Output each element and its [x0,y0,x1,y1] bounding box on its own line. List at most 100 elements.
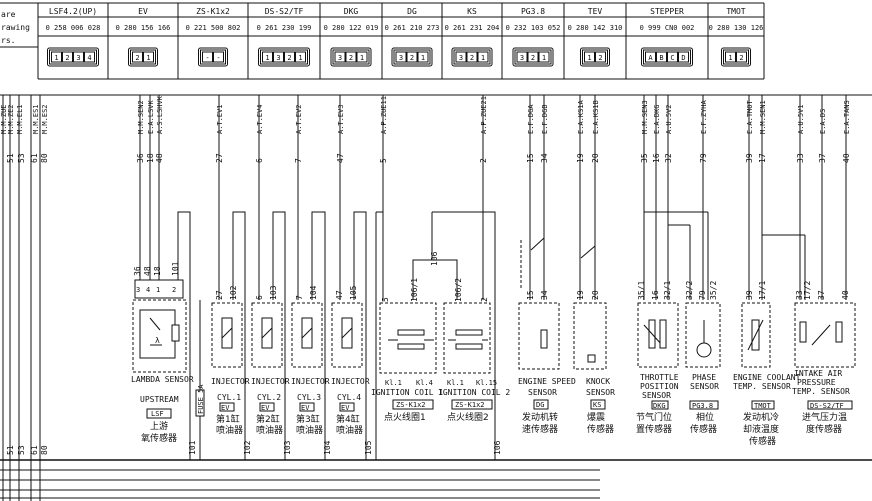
engine-speed-sensor: 15 34 ENGINE SPEED SENSOR DG 发动机转 速传感器 [518,290,576,435]
throttle-code: DKG [653,402,666,410]
coolant-cn-2: 却液温度 [743,423,779,435]
ignition-coils: 5 106/1 106 106/2 2 Kl.1 Kl.4 Kl.1 Kl.15… [371,251,510,423]
lambda-symbol-icon: λ [155,336,160,345]
injector-code: EV [301,404,310,412]
signal-label: A.T.EV3 [337,104,345,134]
injector-cn-1: 第1缸 [216,413,240,425]
sensor-pin: 37 [817,290,826,300]
speed-cn-2: 速传感器 [522,423,558,435]
injector-pin: 47 [335,290,344,300]
wiring-lines [0,94,872,501]
phase-title: PHASE [692,373,716,382]
lambda-pin: 18 [153,266,162,276]
connector-title: TEV [588,7,603,16]
lambda-cn-2: 氧传感器 [141,432,177,444]
intake-cn-1: 进气压力温 [802,411,847,423]
intake-cn-2: 度传感器 [806,423,842,435]
signal-label: A.T.EV1 [216,104,224,134]
bottom-pin: 101 [188,440,197,455]
ecu-signal-labels: M.M.SEN236E.A.LSVK18A.S.LSHVK48A.T.EV127… [136,95,851,163]
bus-pin: 61 [30,153,39,163]
connector-part-number: 0 261 230 199 [257,24,312,32]
connector-title: DG [407,7,417,16]
connector-part-number: 0 221 500 802 [186,24,241,32]
phase-cn-1: 相位 [696,411,714,423]
coil-pin-label: Kl.1 [447,379,464,387]
injector-title: INJECTOR [331,377,370,386]
signal-label: E.A.DKG [653,104,661,134]
injector-cn-1: 第2缸 [256,413,280,425]
connector-pin: C [670,54,674,62]
connector-pin: 3 [399,54,403,62]
phase-subtitle: SENSOR [690,382,719,391]
bottom-pin: 106 [493,440,502,455]
connector-part-number: 0 280 142 310 [568,24,623,32]
connector-pin: 1 [54,54,58,62]
injector-pin: 105 [349,285,358,300]
connector-part-number: 0 280 122 019 [324,24,379,32]
connector-part-number: 0 280 156 166 [116,24,171,32]
bus-pin: 53 [17,153,26,163]
lambda-contact: 1 [156,286,160,294]
knock-title: KNOCK [586,377,610,386]
coil-pin-label: Kl.4 [416,379,433,387]
sensor-pin: 32/1 [663,281,672,300]
sensor-pin: 32/2 [685,281,694,300]
speed-code: DG [536,401,544,409]
legend-fragment: are rawing rs. [0,2,39,48]
signal-label: A.U.5V2 [665,104,673,134]
coil1-title: IGNITION COIL 1 [371,388,443,397]
lambda-pin: 48 [143,266,152,276]
connector-pin: 4 [87,54,91,62]
connector-pin: 1 [587,54,591,62]
coil-pin: 2 [480,297,489,302]
connector-pin: 2 [470,54,474,62]
connector-pin: 3 [76,54,80,62]
phase-sensor: 32/2 79 35/2 PHASE SENSOR PG3.8 相位 传感器 [685,281,721,435]
bottom-pin: 104 [323,440,332,455]
throttle-cn-1: 节气门位 [636,411,672,423]
intake-title: INTAKE AIR [794,369,842,378]
coil-pin: 5 [381,297,390,302]
throttle-subtitle-2: SENSOR [642,391,671,400]
knock-code: KS [593,401,601,409]
bottom-pins: 101 102 103 104 105 106 [188,440,502,455]
connector-title: PG3.8 [521,7,545,16]
signal-label: A.U.5V1 [797,104,805,134]
connector-pin: 3 [520,54,524,62]
connector-pin: - [205,54,209,62]
bus-pin: 80 [40,153,49,163]
signal-label: E.A.KS1B [592,100,600,134]
connector-pin: 1 [542,54,546,62]
injector-title: INJECTOR [291,377,330,386]
connector-pin: B [659,54,663,62]
lambda-cn-1: 上游 [150,420,168,432]
sensor-pin: 39 [745,290,754,300]
connector-pin: 2 [739,54,743,62]
injector-pin: 102 [229,285,238,300]
bottom-pin: 105 [364,440,373,455]
connector-pin: 1 [298,54,302,62]
connector-title: DS-S2/TF [265,7,304,16]
coil-pin-label: Kl.1 [385,379,402,387]
connector-part-number: 0 261 210 273 [385,24,440,32]
legend-line-3: rs. [1,36,15,45]
throttle-title: THROTTLE [640,373,679,382]
injector-cn-1: 第4缸 [336,413,360,425]
connector-pin: 1 [481,54,485,62]
signal-label: A.S.LSHVK [156,95,164,134]
connector-pin: 2 [410,54,414,62]
lambda-pin: 101 [171,261,180,276]
connector-pin: 2 [598,54,602,62]
connector-pin: 3 [459,54,463,62]
injector-title: INJECTOR [251,377,290,386]
